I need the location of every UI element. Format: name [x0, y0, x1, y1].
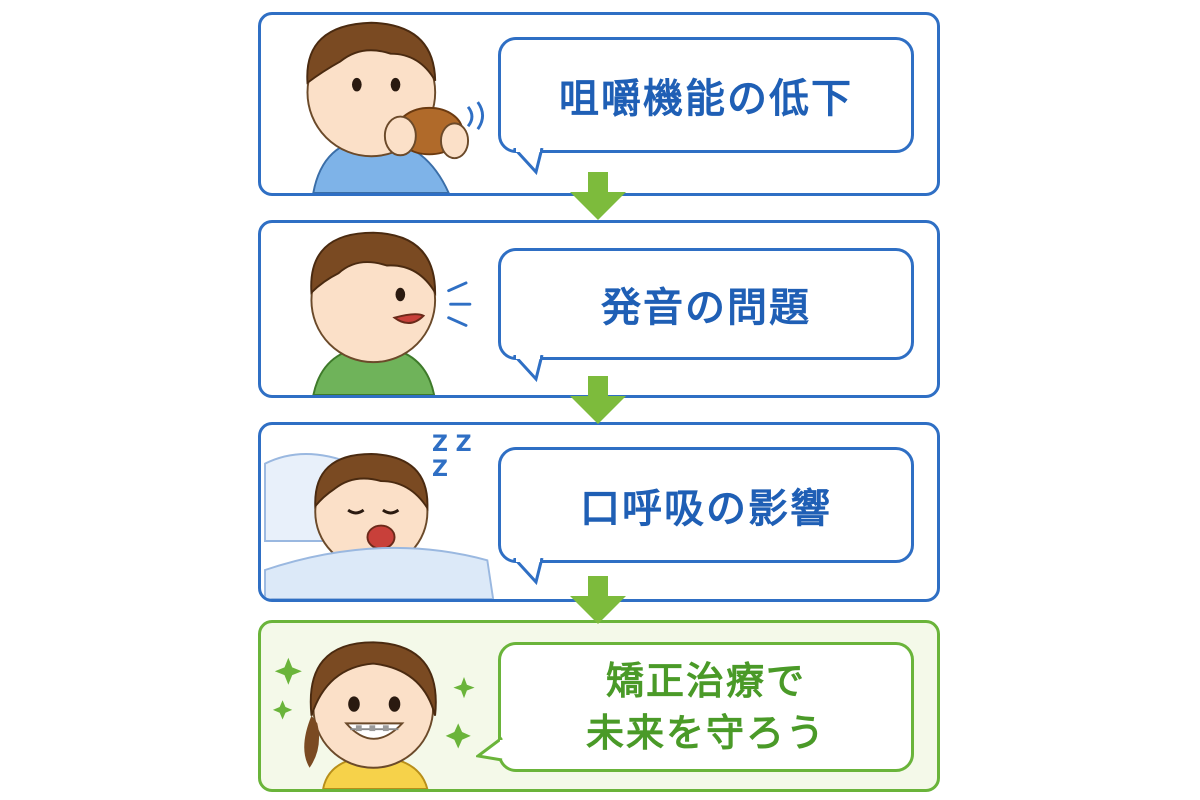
- conclusion-line1: 矯正治療で: [605, 659, 806, 703]
- step-label-speech: 発音の問題: [498, 248, 914, 360]
- child-sleeping-mouth-open-icon: [264, 453, 495, 599]
- sleep-zzz-icon: Z Z Z: [432, 432, 472, 482]
- child-speaking-icon: [310, 231, 472, 395]
- bubble-tail: [512, 148, 544, 176]
- step-label-mouth-breathing: 口呼吸の影響: [498, 447, 914, 563]
- conclusion-label: 矯正治療で 未来を守ろう: [498, 642, 914, 772]
- arrow-down-icon: [570, 376, 626, 424]
- bubble-tail: [512, 558, 544, 586]
- arrow-down-icon: [570, 576, 626, 624]
- child-chewing-icon: [306, 21, 485, 193]
- arrow-down-icon: [570, 172, 626, 220]
- step-label-chewing: 咀嚼機能の低下: [498, 37, 914, 153]
- conclusion-line2: 未来を守ろう: [585, 711, 826, 755]
- child-braces-smile-icon: [272, 641, 475, 789]
- bubble-tail: [476, 736, 505, 762]
- bubble-tail: [512, 355, 544, 383]
